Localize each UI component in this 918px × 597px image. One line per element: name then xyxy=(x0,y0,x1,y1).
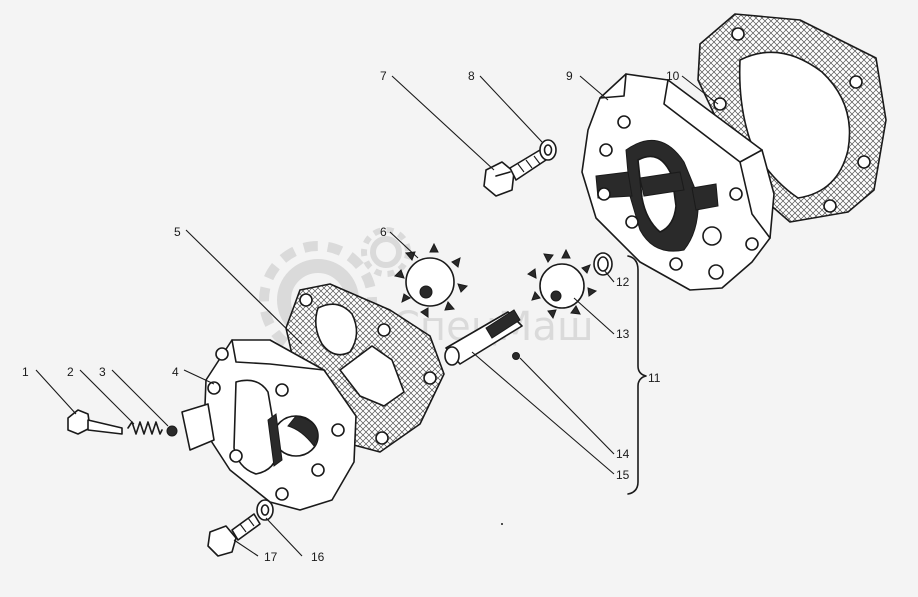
callout-7: 7 xyxy=(380,69,387,83)
part-1-plug xyxy=(67,409,123,435)
speck xyxy=(501,523,503,525)
callout-1: 1 xyxy=(22,365,29,379)
callout-14: 14 xyxy=(616,447,630,461)
callout-13: 13 xyxy=(616,327,630,341)
callout-labels: 1 2 3 4 5 6 7 8 9 10 11 12 13 14 15 16 1… xyxy=(22,69,680,564)
part-7-bolt xyxy=(483,149,547,197)
part-5-gasket xyxy=(285,283,445,453)
part-4-pump-cover xyxy=(181,339,357,511)
callout-3: 3 xyxy=(99,365,106,379)
callout-16: 16 xyxy=(311,550,325,564)
callout-11: 11 xyxy=(648,371,661,385)
callout-6: 6 xyxy=(380,225,387,239)
callout-4: 4 xyxy=(172,365,179,379)
part-12-ring xyxy=(593,252,613,276)
callout-8: 8 xyxy=(468,69,475,83)
callout-9: 9 xyxy=(566,69,573,83)
part-3-ball xyxy=(166,425,178,437)
watermark-gear-small xyxy=(361,227,411,277)
callout-10: 10 xyxy=(666,69,680,83)
callout-2: 2 xyxy=(67,365,74,379)
part-16-washer xyxy=(256,499,274,521)
part-6-gear xyxy=(394,242,468,318)
part-9-pump-body xyxy=(581,73,775,291)
callout-15: 15 xyxy=(616,468,630,482)
callout-12: 12 xyxy=(616,275,630,289)
callout-17: 17 xyxy=(264,550,278,564)
leader-lines xyxy=(35,75,719,557)
part-13-gear xyxy=(527,248,598,320)
part-15-shaft xyxy=(444,309,523,366)
part-8-washer xyxy=(539,139,557,161)
callout-5: 5 xyxy=(174,225,181,239)
part-17-bolt xyxy=(207,513,261,557)
part-14-pin xyxy=(512,352,520,360)
part-2-spring xyxy=(127,421,163,435)
